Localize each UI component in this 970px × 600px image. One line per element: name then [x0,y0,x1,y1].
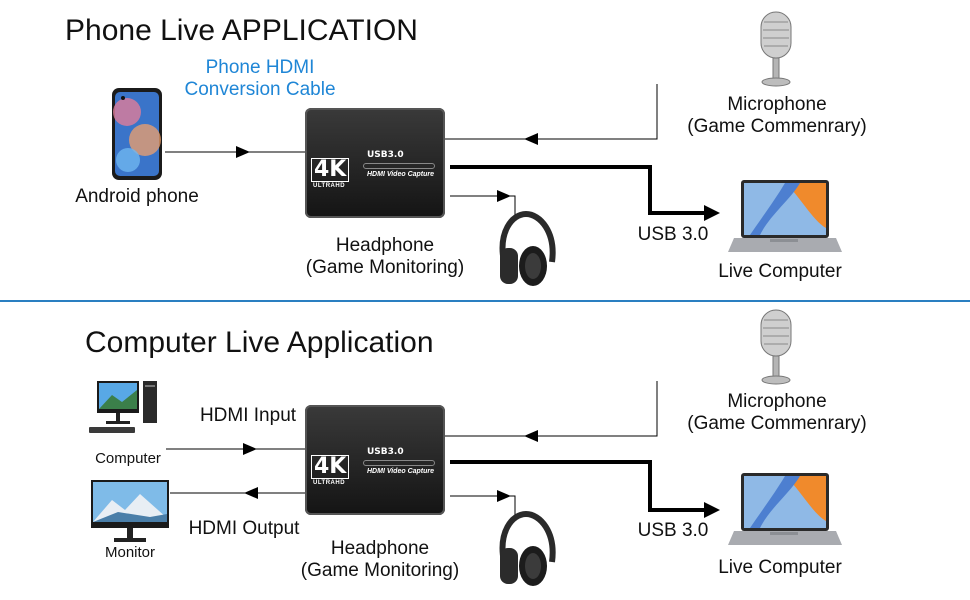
mic-to-device-arrow-1 [524,133,538,145]
desktop-computer-icon [89,381,157,433]
computer-label: Computer [95,450,161,467]
android-phone-icon [112,88,162,180]
usb-cable-2 [450,460,706,512]
headphone-arrow-1 [497,190,511,202]
laptop-icon-1 [728,180,842,252]
microphone-label-2-line-2: (Game Commenrary) [687,413,867,434]
mic-to-device-line-1 [445,84,658,140]
live-computer-label-2: Live Computer [718,557,842,578]
headphone-label-2-line-1: Headphone [330,538,430,559]
device-model-marking: HDMI Video Capture [367,171,435,178]
microphone-label-2-line-1: Microphone [727,391,827,412]
microphone-label-1-line-2: (Game Commenrary) [687,116,867,137]
usb-label-2: USB 3.0 [637,520,709,541]
headphone-label-2: Headphone (Game Monitoring) [285,538,475,582]
device-sub-brand: ULTRAHD [313,183,346,189]
microphone-label-1-line-1: Microphone [727,94,827,115]
section-divider [0,300,970,302]
microphone-icon-1 [760,11,792,87]
hdmi-output-label: HDMI Output [188,518,300,539]
device-usb-marking: USB3.0 [367,150,404,160]
microphone-label-1: Microphone (Game Commenrary) [668,94,886,138]
monitor-icon [91,480,169,542]
section-2-title: Computer Live Application [85,326,434,359]
phone-to-device-arrow [236,146,250,158]
monitor-label: Monitor [104,544,156,561]
headphone-icon-1 [499,210,556,286]
cable-label: Phone HDMI Conversion Cable [160,57,360,101]
hdmi-input-label: HDMI Input [199,405,297,426]
live-computer-label-1: Live Computer [718,261,842,282]
device-ridge [363,163,435,169]
cable-label-line-2: Conversion Cable [184,79,336,100]
headphone-label-1-line-2: (Game Monitoring) [305,257,465,278]
device-brand-4k: 4K [311,455,350,479]
capture-device-2: 4K ULTRAHD USB3.0 HDMI Video Capture [305,405,445,515]
headphone-line-2 [450,495,516,518]
laptop-icon-2 [728,473,842,545]
headphone-icon-2 [499,510,556,586]
section-1-title: Phone Live APPLICATION [65,14,418,47]
usb-cable-arrow-2 [704,502,720,518]
usb-cable-1 [450,165,706,215]
usb-cable-arrow-1 [704,205,720,221]
device-usb-marking: USB3.0 [367,447,404,457]
headphone-arrow-2 [497,490,511,502]
device-sub-brand: ULTRAHD [313,480,346,486]
mic-to-device-line-2 [445,381,658,437]
device-ridge [363,460,435,466]
microphone-icon-2 [760,309,792,385]
headphone-label-1-line-1: Headphone [335,235,435,256]
cable-label-line-1: Phone HDMI [205,57,315,78]
computer-to-device-arrow [243,443,257,455]
headphone-line-1 [450,195,516,218]
usb-label-1: USB 3.0 [637,224,709,245]
android-phone-label: Android phone [75,186,199,207]
headphone-label-1: Headphone (Game Monitoring) [290,235,480,279]
mic-to-device-arrow-2 [524,430,538,442]
device-model-marking: HDMI Video Capture [367,468,435,475]
device-to-monitor-arrow [244,487,258,499]
headphone-label-2-line-2: (Game Monitoring) [300,560,460,581]
microphone-label-2: Microphone (Game Commenrary) [668,391,886,435]
capture-device-1: 4K ULTRAHD USB3.0 HDMI Video Capture [305,108,445,218]
device-brand-4k: 4K [311,158,350,182]
